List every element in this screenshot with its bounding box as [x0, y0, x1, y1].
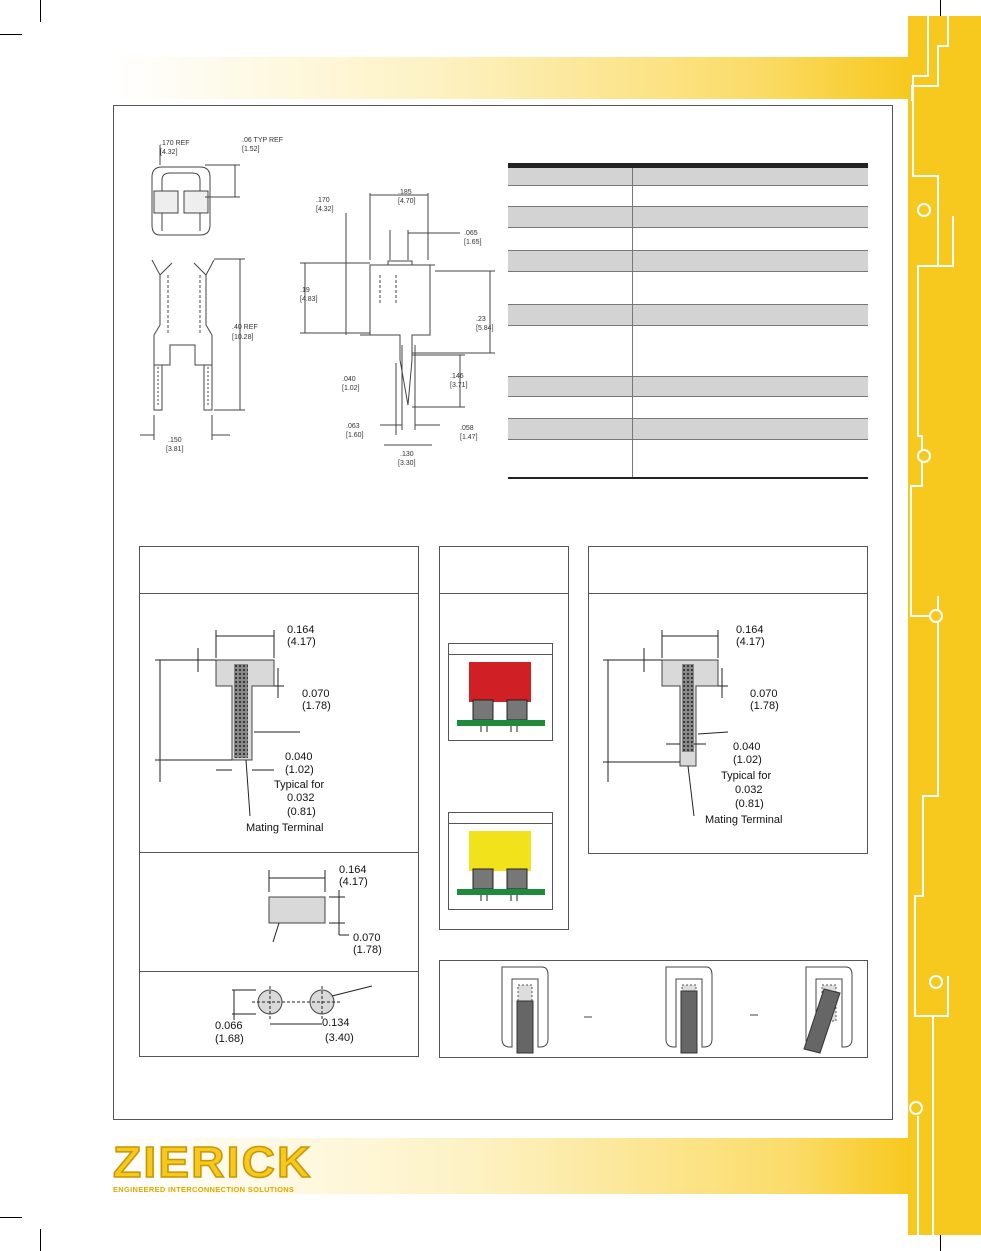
table-row [508, 397, 868, 419]
dim-label: .130 [400, 451, 414, 458]
dim-label: .063 [346, 423, 360, 430]
table-row [508, 440, 868, 479]
table-row [508, 228, 868, 251]
dim-label: [3.81] [166, 446, 184, 453]
crop-mark [0, 34, 22, 35]
circuit-trace-graphic [909, 16, 954, 1235]
table-row [508, 186, 868, 207]
footer-band [112, 1138, 912, 1194]
crop-mark [0, 1217, 22, 1218]
dim-slot-mm: (1.02) [733, 754, 762, 766]
table-row [508, 251, 868, 272]
hole-layout-drawing [232, 985, 373, 1025]
product-photo-red [448, 643, 553, 741]
dim-width-mm: (4.17) [736, 636, 765, 648]
table-row [508, 377, 868, 397]
pad-drawing [268, 870, 349, 943]
dim-label: [5.84] [476, 325, 494, 332]
crop-mark [940, 1229, 941, 1251]
note-text: (0.81) [735, 798, 764, 810]
dim-width: 0.164 [736, 624, 764, 636]
dim-label: [4.32] [160, 149, 178, 156]
note-text: (0.81) [287, 806, 316, 818]
dim-label: [1.60] [346, 432, 364, 439]
dim-label: .06 TYP REF [242, 137, 283, 144]
pcb-layout-panel-alt [588, 546, 868, 854]
table-row [508, 419, 868, 440]
pad-dim-width-mm: (4.17) [339, 876, 368, 888]
dim-width: 0.164 [287, 624, 315, 636]
dim-width-mm: (4.17) [287, 636, 316, 648]
dim-label: [1.65] [464, 239, 482, 246]
note-text: 0.032 [287, 792, 315, 804]
table-row [508, 272, 868, 305]
pcb-layout-panel [139, 546, 419, 1057]
dim-label: .065 [464, 230, 478, 237]
dim-height-mm: (1.78) [750, 700, 779, 712]
header-band [112, 57, 912, 99]
pad-dim-height-mm: (1.78) [353, 944, 382, 956]
dim-label: .170 [316, 197, 330, 204]
brand-tagline: ENGINEERED INTERCONNECTION SOLUTIONS [113, 1185, 295, 1194]
slot-layout-drawing-alt [603, 630, 729, 817]
crop-mark [40, 0, 41, 22]
dim-height: 0.070 [302, 688, 330, 700]
dim-label: [4.70] [398, 198, 416, 205]
product-photo-yellow [448, 812, 553, 910]
hole-dim-pitch: 0.134 [322, 1017, 350, 1029]
note-text: Typical for [274, 779, 325, 791]
crop-mark [940, 0, 941, 22]
dim-label: .058 [460, 425, 474, 432]
table-row [508, 326, 868, 377]
dim-label: .19 [300, 287, 310, 294]
dim-label: [10.28] [232, 334, 254, 341]
brand-logo: ZIERICK [112, 1138, 313, 1187]
insertion-sequence-drawing [501, 966, 853, 1054]
dim-height: 0.070 [750, 688, 778, 700]
dim-label: [1.47] [460, 434, 478, 441]
content-frame [113, 105, 893, 1120]
dim-slot-mm: (1.02) [285, 764, 314, 776]
note-text: Mating Terminal [246, 822, 324, 834]
note-text: Mating Terminal [705, 814, 783, 826]
insertion-sequence-panel [439, 960, 868, 1058]
pad-dim-height: 0.070 [353, 932, 381, 944]
dim-label: .146 [450, 373, 464, 380]
note-text: Typical for [721, 770, 772, 782]
dim-label: [4.32] [316, 206, 334, 213]
dim-label: .040 [342, 376, 356, 383]
dim-label: [3.71] [450, 382, 468, 389]
specifications-table [508, 163, 868, 479]
slot-layout-drawing [155, 630, 300, 817]
dim-height-mm: (1.78) [302, 700, 331, 712]
crop-mark [40, 1229, 41, 1251]
dim-label: .185 [398, 189, 412, 196]
table-row [508, 168, 868, 186]
dim-label: [1.02] [342, 385, 360, 392]
note-text: 0.032 [735, 784, 763, 796]
dim-label: [1.52] [242, 146, 260, 153]
dim-label: .170 REF [160, 140, 190, 147]
table-row [508, 207, 868, 228]
terminal-side-drawing [300, 193, 495, 446]
hole-dim-dia: 0.066 [215, 1020, 243, 1032]
dim-slot: 0.040 [733, 741, 761, 753]
dim-label: .40 REF [232, 324, 258, 331]
terminal-front-drawing [140, 145, 245, 440]
dim-label: .150 [168, 437, 182, 444]
dim-slot: 0.040 [285, 751, 313, 763]
hole-dim-pitch-mm: (3.40) [325, 1032, 354, 1044]
side-circuit-band [908, 16, 981, 1235]
dim-label: [4.83] [300, 296, 318, 303]
dim-label: [3.30] [398, 460, 416, 467]
dim-label: .23 [476, 316, 486, 323]
hole-dim-dia-mm: (1.68) [215, 1033, 244, 1045]
pad-dim-width: 0.164 [339, 864, 367, 876]
table-row [508, 305, 868, 326]
